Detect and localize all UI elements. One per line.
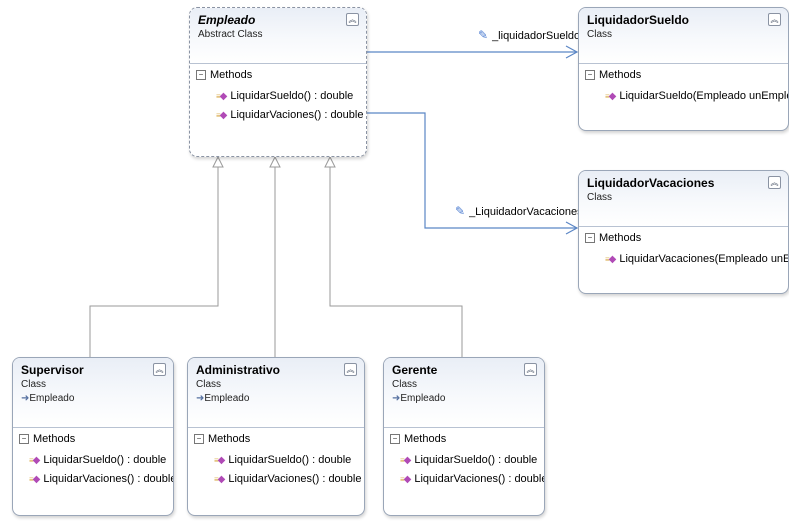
method-list: ≡◆LiquidarSueldo() : double ≡◆LiquidarVa… <box>13 450 173 489</box>
class-kind: Class <box>587 192 613 203</box>
association-lines <box>366 45 579 235</box>
double-chevron-up-icon[interactable]: ︽ <box>346 13 359 26</box>
method-item[interactable]: ≡◆LiquidarVaciones() : double <box>29 473 174 485</box>
method-icon: ≡◆ <box>400 474 412 485</box>
class-kind: Abstract Class <box>198 29 263 40</box>
property-icon: ✎ <box>478 28 489 42</box>
class-supervisor[interactable]: Supervisor Class ➜Empleado ︽ −Methods ≡◆… <box>12 357 174 516</box>
inheritance-line-supervisor <box>89 165 219 357</box>
method-item[interactable]: ≡◆LiquidarSueldo() : double <box>214 454 352 466</box>
inherit-arrow-icon: ➜ <box>196 393 205 404</box>
class-kind: Class <box>21 379 47 390</box>
association-line-vacaciones <box>366 112 576 229</box>
method-list: ≡◆LiquidarSueldo() : double ≡◆LiquidarVa… <box>188 450 364 489</box>
class-gerente[interactable]: Gerente Class ➜Empleado ︽ −Methods ≡◆Liq… <box>383 357 545 516</box>
minus-box-icon[interactable]: − <box>585 233 595 243</box>
class-header: Gerente Class ➜Empleado ︽ <box>384 358 544 428</box>
inheritance-arrowhead-3 <box>324 155 336 168</box>
class-name: Administrativo <box>196 363 281 377</box>
method-icon: ≡◆ <box>400 455 412 466</box>
class-header: LiquidadorSueldo Class ︽ <box>579 8 788 64</box>
class-liquidador-vacaciones[interactable]: LiquidadorVacaciones Class ︽ −Methods ≡◆… <box>578 170 789 294</box>
methods-section-header[interactable]: −Methods <box>190 64 366 86</box>
class-liquidador-sueldo[interactable]: LiquidadorSueldo Class ︽ −Methods ≡◆Liqu… <box>578 7 789 131</box>
property-icon: ✎ <box>455 204 466 218</box>
inheritance-arrowhead-1 <box>212 155 224 168</box>
class-administrativo[interactable]: Administrativo Class ➜Empleado ︽ −Method… <box>187 357 365 516</box>
class-header: LiquidadorVacaciones Class ︽ <box>579 171 788 227</box>
class-header: Empleado Abstract Class ︽ <box>190 8 366 64</box>
method-icon: ≡◆ <box>216 110 228 121</box>
inherit-arrow-icon: ➜ <box>392 393 401 404</box>
double-chevron-up-icon[interactable]: ︽ <box>524 363 537 376</box>
method-list: ≡◆LiquidarVacaciones(Empleado unEmplead.… <box>579 249 788 269</box>
inheritance-line-gerente <box>329 165 463 357</box>
association-label-sueldo: ✎_liquidadorSueldo <box>478 28 581 42</box>
class-header: Administrativo Class ➜Empleado ︽ <box>188 358 364 428</box>
class-empleado[interactable]: Empleado Abstract Class ︽ −Methods ≡◆Liq… <box>189 7 367 157</box>
double-chevron-up-icon[interactable]: ︽ <box>768 176 781 189</box>
class-kind: Class <box>196 379 222 390</box>
minus-box-icon[interactable]: − <box>390 434 400 444</box>
method-icon: ≡◆ <box>216 91 228 102</box>
double-chevron-up-icon[interactable]: ︽ <box>768 13 781 26</box>
class-kind: Class <box>392 379 418 390</box>
method-icon: ≡◆ <box>29 474 41 485</box>
method-list: ≡◆LiquidarSueldo() : double ≡◆LiquidarVa… <box>190 86 366 125</box>
method-icon: ≡◆ <box>605 254 617 265</box>
base-class: ➜Empleado <box>196 393 250 404</box>
methods-section-header[interactable]: −Methods <box>579 64 788 86</box>
minus-box-icon[interactable]: − <box>196 70 206 80</box>
method-item[interactable]: ≡◆LiquidarVaciones() : double <box>214 473 362 485</box>
class-name: Supervisor <box>21 363 84 377</box>
minus-box-icon[interactable]: − <box>19 434 29 444</box>
method-icon: ≡◆ <box>29 455 41 466</box>
association-arrow-sueldo <box>565 45 579 59</box>
method-item[interactable]: ≡◆LiquidarSueldo(Empleado unEmpleado) :.… <box>605 90 788 102</box>
double-chevron-up-icon[interactable]: ︽ <box>153 363 166 376</box>
method-item[interactable]: ≡◆LiquidarVaciones() : double <box>216 109 364 121</box>
class-name: Gerente <box>392 363 438 377</box>
association-arrow-vacaciones <box>565 221 579 235</box>
method-item[interactable]: ≡◆LiquidarSueldo() : double <box>216 90 354 102</box>
method-icon: ≡◆ <box>605 91 617 102</box>
association-label-vacaciones: ✎_LiquidadorVacaciones <box>455 204 583 218</box>
methods-section-header[interactable]: −Methods <box>579 227 788 249</box>
base-class: ➜Empleado <box>392 393 446 404</box>
methods-section-header[interactable]: −Methods <box>13 428 173 450</box>
double-chevron-up-icon[interactable]: ︽ <box>344 363 357 376</box>
method-item[interactable]: ≡◆LiquidarVaciones() : double <box>400 473 545 485</box>
class-name: Empleado <box>198 13 256 27</box>
method-icon: ≡◆ <box>214 474 226 485</box>
method-icon: ≡◆ <box>214 455 226 466</box>
minus-box-icon[interactable]: − <box>194 434 204 444</box>
method-item[interactable]: ≡◆LiquidarVacaciones(Empleado unEmplead.… <box>605 253 789 265</box>
methods-section-header[interactable]: −Methods <box>188 428 364 450</box>
inheritance-lines <box>89 155 463 357</box>
method-item[interactable]: ≡◆LiquidarSueldo() : double <box>29 454 167 466</box>
class-name: LiquidadorVacaciones <box>587 176 715 190</box>
class-header: Supervisor Class ➜Empleado ︽ <box>13 358 173 428</box>
class-kind: Class <box>587 29 613 40</box>
class-name: LiquidadorSueldo <box>587 13 689 27</box>
method-item[interactable]: ≡◆LiquidarSueldo() : double <box>400 454 538 466</box>
method-list: ≡◆LiquidarSueldo(Empleado unEmpleado) :.… <box>579 86 788 106</box>
inherit-arrow-icon: ➜ <box>21 393 30 404</box>
method-list: ≡◆LiquidarSueldo() : double ≡◆LiquidarVa… <box>384 450 544 489</box>
minus-box-icon[interactable]: − <box>585 70 595 80</box>
base-class: ➜Empleado <box>21 393 75 404</box>
methods-section-header[interactable]: −Methods <box>384 428 544 450</box>
inheritance-arrowhead-2 <box>269 155 281 168</box>
